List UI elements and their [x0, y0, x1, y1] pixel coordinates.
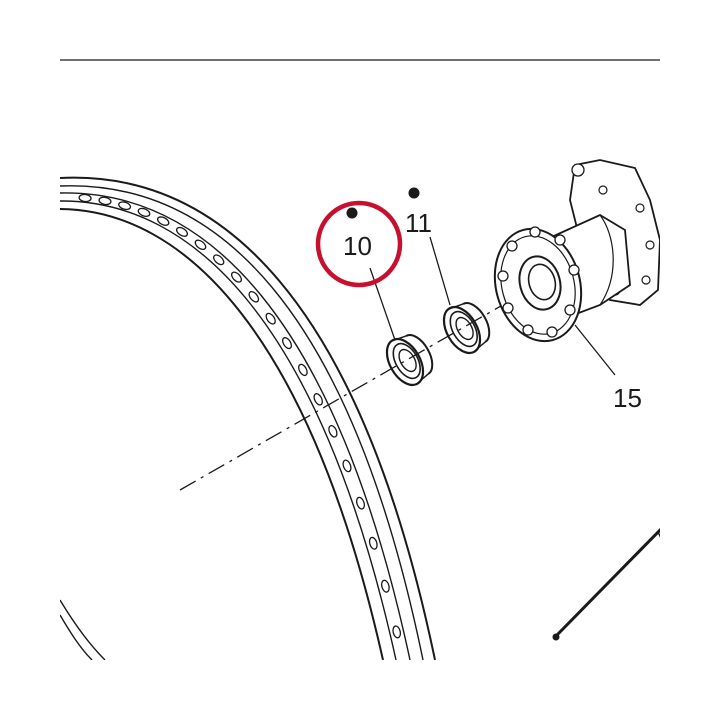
rim-hole — [98, 196, 112, 206]
rim-hole — [392, 625, 402, 639]
rim-hole — [381, 579, 390, 593]
note-marker-11 — [408, 187, 420, 199]
rim-hole — [313, 393, 323, 406]
callout-10: 10 — [343, 231, 372, 261]
callout-11: 11 — [405, 208, 432, 238]
wheel-rim — [60, 176, 436, 660]
rim-hole — [231, 271, 242, 283]
rim-hole — [156, 216, 170, 226]
rim-hole — [356, 496, 365, 510]
spoke — [552, 527, 660, 641]
rim-hole — [175, 226, 189, 237]
rim-hole — [298, 363, 308, 377]
rim-hole — [78, 193, 92, 203]
note-marker-10 — [346, 207, 358, 219]
seal-11 — [442, 302, 491, 355]
rim-hole — [328, 424, 338, 438]
hub-15 — [493, 159, 660, 343]
seal-10 — [385, 334, 434, 387]
rim-hole — [194, 239, 207, 251]
rim-hole — [265, 312, 276, 325]
rim-hole — [281, 337, 293, 350]
rim-hole — [213, 254, 225, 266]
rim-spoke-holes — [78, 193, 402, 639]
rim-hole — [118, 201, 132, 211]
rim-hole — [137, 207, 151, 217]
rim-hole — [248, 291, 260, 303]
callout-15: 15 — [613, 383, 642, 413]
rim-hole — [368, 536, 378, 550]
rim-hole — [342, 459, 352, 473]
highlight-circle — [315, 200, 403, 288]
